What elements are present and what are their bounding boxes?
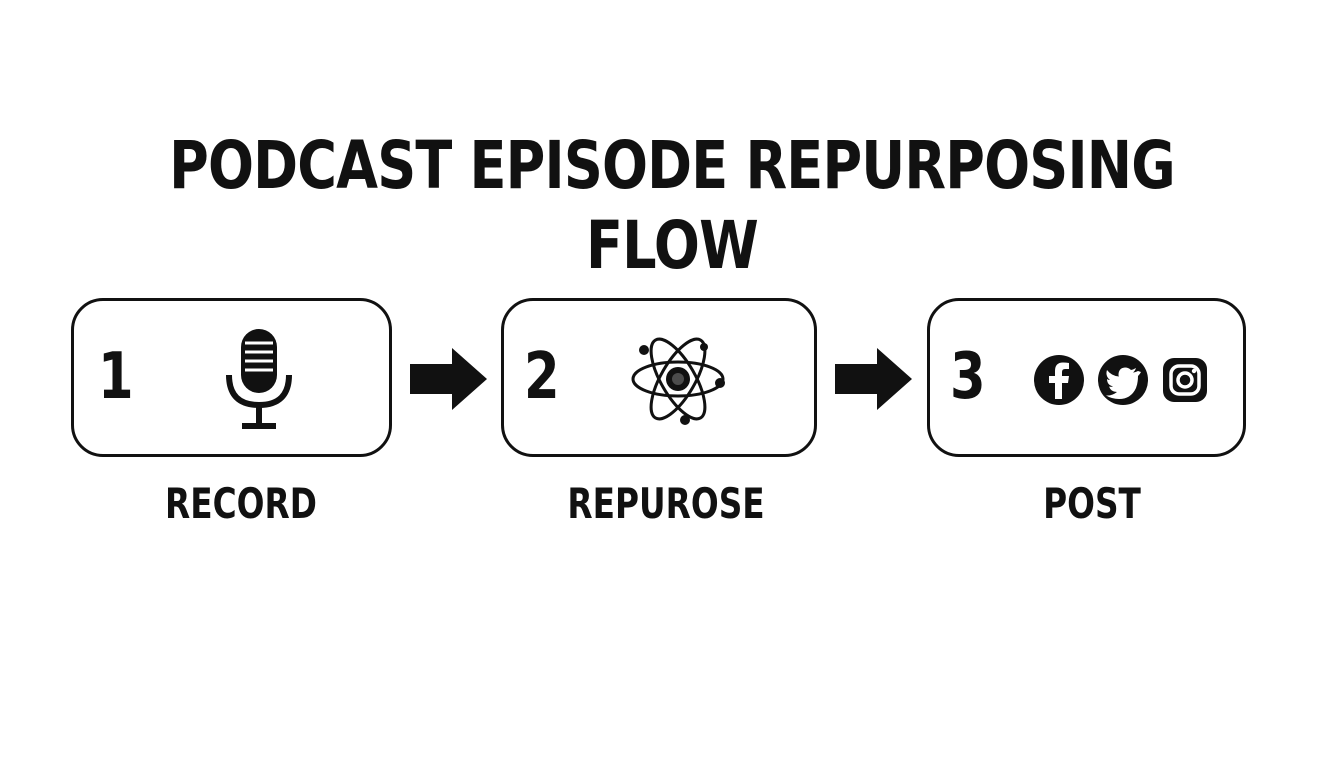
twitter-icon	[1098, 355, 1148, 405]
instagram-icon	[1163, 358, 1207, 402]
step-repurpose-box: 2	[501, 298, 817, 457]
arrow-right-icon	[410, 348, 487, 410]
facebook-icon	[1034, 355, 1084, 405]
step-record-box: 1	[71, 298, 392, 457]
step-post-box: 3	[927, 298, 1246, 457]
step-post-label: POST	[1043, 479, 1141, 528]
diagram-title: PODCAST EPISODE REPURPOSING FLOW	[169, 127, 1176, 284]
arrow-right-icon	[835, 348, 912, 410]
step-number: 1	[98, 340, 134, 414]
step-number: 2	[524, 340, 560, 414]
step-number: 3	[950, 340, 986, 414]
step-record-label: RECORD	[165, 479, 317, 528]
step-repurpose-label: REPUROSE	[567, 479, 765, 528]
microphone-icon	[226, 329, 292, 429]
atom-icon	[631, 337, 725, 425]
